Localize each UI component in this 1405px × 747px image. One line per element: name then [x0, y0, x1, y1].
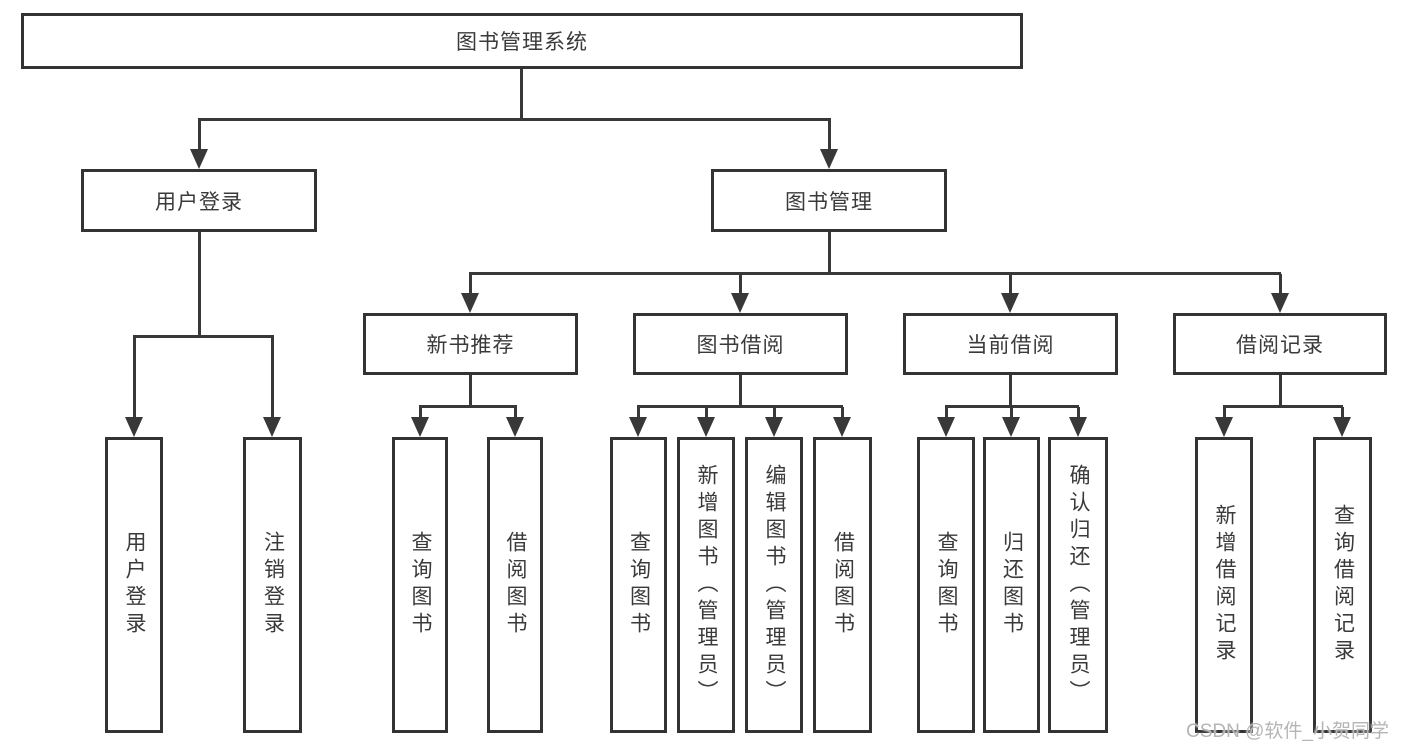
leaf-borrow-edit-admin: 编辑图书（管理员） — [745, 437, 803, 733]
leaf-borrow-add-admin: 新增图书（管理员） — [677, 437, 735, 733]
leaf-borrow-query: 查询图书 — [610, 437, 667, 733]
node-label: 图书管理 — [785, 190, 873, 214]
connector-line — [133, 335, 274, 338]
arrowhead-down-icon — [820, 149, 838, 169]
leaf-label: 归还图书 — [1000, 531, 1024, 639]
connector-line — [1077, 407, 1080, 418]
leaf-label: 用户登录 — [123, 531, 146, 639]
leaf-records-query: 查询借阅记录 — [1313, 437, 1372, 733]
leaf-label: 新增图书（管理员） — [695, 463, 718, 707]
node-new-book-recommend: 新书推荐 — [363, 313, 578, 375]
connector-line — [419, 405, 517, 408]
arrowhead-down-icon — [1069, 417, 1087, 437]
node-borrow-records: 借阅记录 — [1173, 313, 1387, 375]
leaf-label: 查询图书 — [935, 531, 958, 639]
arrowhead-down-icon — [263, 417, 281, 437]
arrowhead-down-icon — [1271, 293, 1289, 313]
connector-line — [773, 407, 776, 418]
arrowhead-down-icon — [190, 149, 208, 169]
node-label: 新书推荐 — [426, 334, 515, 357]
arrowhead-down-icon — [411, 417, 429, 437]
connector-line — [945, 405, 1079, 408]
arrowhead-down-icon — [125, 417, 143, 437]
connector-line — [841, 407, 844, 418]
connector-line — [520, 69, 523, 118]
connector-line — [1223, 407, 1226, 418]
arrowhead-down-icon — [461, 293, 479, 313]
leaf-borrow-borrow: 借阅图书 — [813, 437, 872, 733]
node-user-login: 用户登录 — [81, 169, 317, 232]
leaf-label: 查询借阅记录 — [1331, 504, 1355, 666]
leaf-current-confirm-admin: 确认归还（管理员） — [1048, 437, 1108, 733]
connector-line — [637, 407, 640, 418]
leaf-label: 确认归还（管理员） — [1067, 463, 1090, 707]
leaf-label: 借阅图书 — [831, 531, 855, 639]
connector-line — [1010, 407, 1013, 418]
leaf-records-add: 新增借阅记录 — [1195, 437, 1253, 733]
connector-line — [739, 274, 742, 294]
connector-line — [271, 337, 274, 418]
arrowhead-down-icon — [1001, 293, 1019, 313]
node-book-management: 图书管理 — [711, 169, 947, 232]
arrowhead-down-icon — [506, 417, 524, 437]
leaf-label: 编辑图书（管理员） — [763, 463, 786, 707]
leaf-label: 查询图书 — [627, 531, 651, 639]
connector-line — [133, 337, 136, 418]
node-label: 当前借阅 — [966, 334, 1055, 357]
leaf-user-login: 用户登录 — [105, 437, 163, 733]
leaf-current-query: 查询图书 — [917, 437, 975, 733]
connector-line — [739, 375, 742, 406]
node-label: 图书管理系统 — [456, 31, 588, 54]
connector-line — [198, 118, 831, 121]
connector-line — [469, 272, 1281, 275]
arrowhead-down-icon — [629, 417, 647, 437]
leaf-label: 新增借阅记录 — [1213, 504, 1236, 666]
csdn-watermark: CSDN @软件_小贺同学 — [1186, 721, 1389, 742]
leaf-label: 查询图书 — [409, 531, 432, 639]
arrowhead-down-icon — [833, 417, 851, 437]
connector-line — [637, 405, 843, 408]
leaf-newbooks-borrow: 借阅图书 — [487, 437, 543, 733]
connector-line — [705, 407, 708, 418]
arrowhead-down-icon — [1002, 417, 1020, 437]
leaf-logout: 注销登录 — [243, 437, 302, 733]
connector-line — [1223, 405, 1343, 408]
connector-line — [1009, 274, 1012, 294]
arrowhead-down-icon — [765, 417, 783, 437]
connector-line — [469, 274, 472, 294]
arrowhead-down-icon — [937, 417, 955, 437]
connector-line — [198, 232, 201, 335]
leaf-label: 注销登录 — [261, 531, 285, 639]
node-label: 图书借阅 — [696, 334, 785, 357]
leaf-label: 借阅图书 — [504, 531, 527, 639]
arrowhead-down-icon — [1333, 417, 1351, 437]
node-library-management-system: 图书管理系统 — [21, 13, 1023, 69]
connector-line — [1341, 407, 1344, 418]
arrowhead-down-icon — [697, 417, 715, 437]
connector-line — [514, 407, 517, 418]
node-label: 用户登录 — [155, 190, 243, 214]
leaf-newbooks-query: 查询图书 — [392, 437, 448, 733]
connector-line — [1009, 375, 1012, 406]
connector-line — [419, 407, 422, 418]
node-label: 借阅记录 — [1236, 334, 1324, 357]
connector-line — [1279, 274, 1282, 294]
node-book-borrow: 图书借阅 — [633, 313, 848, 375]
arrowhead-down-icon — [1215, 417, 1233, 437]
node-current-borrow: 当前借阅 — [903, 313, 1118, 375]
leaf-current-return: 归还图书 — [983, 437, 1040, 733]
arrowhead-down-icon — [731, 293, 749, 313]
connector-line — [945, 407, 948, 418]
connector-line — [828, 232, 831, 273]
connector-line — [469, 375, 472, 406]
connector-line — [1279, 375, 1282, 406]
connector-line — [198, 120, 201, 150]
connector-line — [828, 120, 831, 150]
